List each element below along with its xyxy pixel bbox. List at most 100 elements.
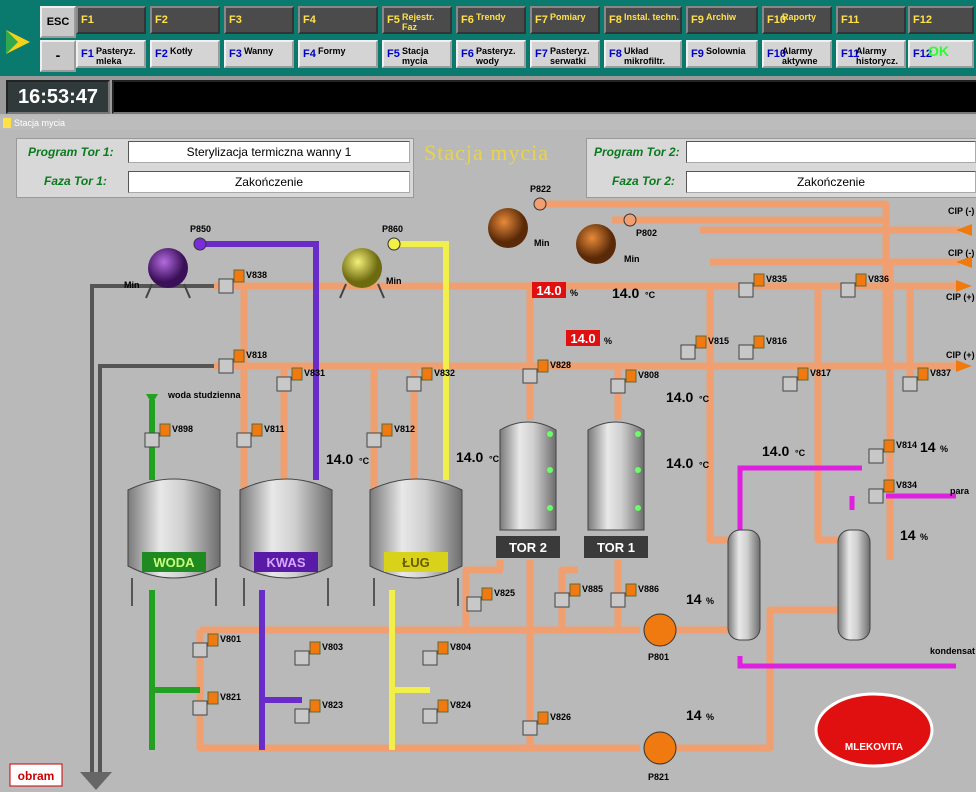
temp-reading-lug: 14.0 [456, 449, 483, 465]
valve-v826[interactable]: V826 [522, 711, 571, 736]
fkey-number: F11 [841, 48, 860, 60]
valve-v835[interactable]: V835 [738, 273, 787, 298]
minimize-button[interactable]: - [40, 40, 76, 72]
clock-display: 16:53:47 [6, 80, 110, 114]
valve-v821[interactable]: V821 [192, 691, 241, 716]
fkey-top-12[interactable]: F12 [908, 6, 974, 34]
conc-unit-p801: % [706, 596, 714, 606]
valve-label: V832 [434, 368, 455, 378]
valve-v814[interactable]: V814 [868, 439, 917, 464]
heat-exchanger-2 [837, 529, 871, 641]
valve-v815[interactable]: V815 [680, 335, 729, 360]
valve-v812[interactable]: V812 [366, 423, 415, 448]
cip-plus-2-label: CIP (+) [946, 350, 975, 360]
valve-v832[interactable]: V832 [406, 367, 455, 392]
tank-tor2-label: TOR 2 [509, 540, 547, 555]
fkey-label: Rejestr. Faz [402, 12, 435, 32]
valve-v828[interactable]: V828 [522, 359, 571, 384]
fkey-label: Kotły [170, 46, 193, 56]
valve-label: V811 [264, 424, 285, 434]
valve-v823[interactable]: V823 [294, 699, 343, 724]
valve-v803[interactable]: V803 [294, 641, 343, 666]
valve-v834[interactable]: V834 [868, 479, 917, 504]
valve-label: V818 [246, 350, 267, 360]
valve-v836[interactable]: V836 [840, 273, 889, 298]
valve-label: V838 [246, 270, 267, 280]
temp-unit-tor2: °C [699, 394, 710, 404]
valve-label: V821 [220, 692, 241, 702]
fkey-top-1[interactable]: F1 [76, 6, 146, 34]
temp-unit-kwas: °C [359, 456, 370, 466]
fkey-number: F3 [229, 14, 242, 26]
fkey-number: F7 [535, 14, 548, 26]
window-icon [3, 118, 11, 128]
valve-label: V808 [638, 370, 659, 380]
fkey-number: F1 [81, 14, 94, 26]
tank-lug-label: ŁUG [402, 555, 429, 570]
min-level-label-4: Min [624, 254, 640, 264]
valve-v831[interactable]: V831 [276, 367, 325, 392]
conc-reading-1: 14.0 [536, 283, 561, 298]
conc-unit-p821: % [706, 712, 714, 722]
valve-v886[interactable]: V886 [610, 583, 659, 608]
program-tor1-value: Sterylizacja termiczna wanny 1 [128, 141, 410, 163]
pump-p821: P821 [643, 731, 677, 782]
fkey-top-2[interactable]: F2 [150, 6, 220, 34]
valve-v808[interactable]: V808 [610, 369, 659, 394]
fkey-label: Pasteryz. serwatki [550, 46, 590, 66]
valve-v838[interactable]: V838 [218, 269, 267, 294]
fkey-label: OK [928, 43, 949, 59]
valve-label: V898 [172, 424, 193, 434]
valve-v825[interactable]: V825 [466, 587, 515, 612]
valve-v817[interactable]: V817 [782, 367, 831, 392]
esc-button[interactable]: ESC [40, 6, 76, 38]
fkey-top-3[interactable]: F3 [224, 6, 294, 34]
valve-label: V824 [450, 700, 471, 710]
valve-v811[interactable]: V811 [236, 423, 285, 448]
fkey-top-4[interactable]: F4 [298, 6, 378, 34]
valve-v818[interactable]: V818 [218, 349, 267, 374]
tank-kwas-label: KWAS [267, 555, 306, 570]
fkey-number: F10 [767, 48, 786, 60]
valve-v885[interactable]: V885 [554, 583, 603, 608]
tank-kwas: KWAS [239, 478, 333, 606]
pump-p821-label: P821 [648, 772, 669, 782]
conc-reading-v834: 14 [900, 527, 916, 543]
temp-reading-kwas: 14.0 [326, 451, 353, 467]
fkey-top-11[interactable]: F11 [836, 6, 906, 34]
valve-v816[interactable]: V816 [738, 335, 787, 360]
kondensat-label: kondensat [930, 646, 975, 656]
fkey-number: F9 [691, 14, 704, 26]
valve-label: V816 [766, 336, 787, 346]
valve-v837[interactable]: V837 [902, 367, 951, 392]
valve-v804[interactable]: V804 [422, 641, 471, 666]
valve-label: V803 [322, 642, 343, 652]
valve-v824[interactable]: V824 [422, 699, 471, 724]
fkey-label: Formy [318, 46, 346, 56]
min-level-label-3: Min [534, 238, 550, 248]
valve-label: V834 [896, 480, 917, 490]
temp-unit-tor1: °C [699, 460, 710, 470]
fkey-number: F1 [81, 48, 94, 60]
valve-v801[interactable]: V801 [192, 633, 241, 658]
fkey-label: Raporty [782, 12, 817, 22]
valve-v898[interactable]: V898 [144, 423, 193, 448]
